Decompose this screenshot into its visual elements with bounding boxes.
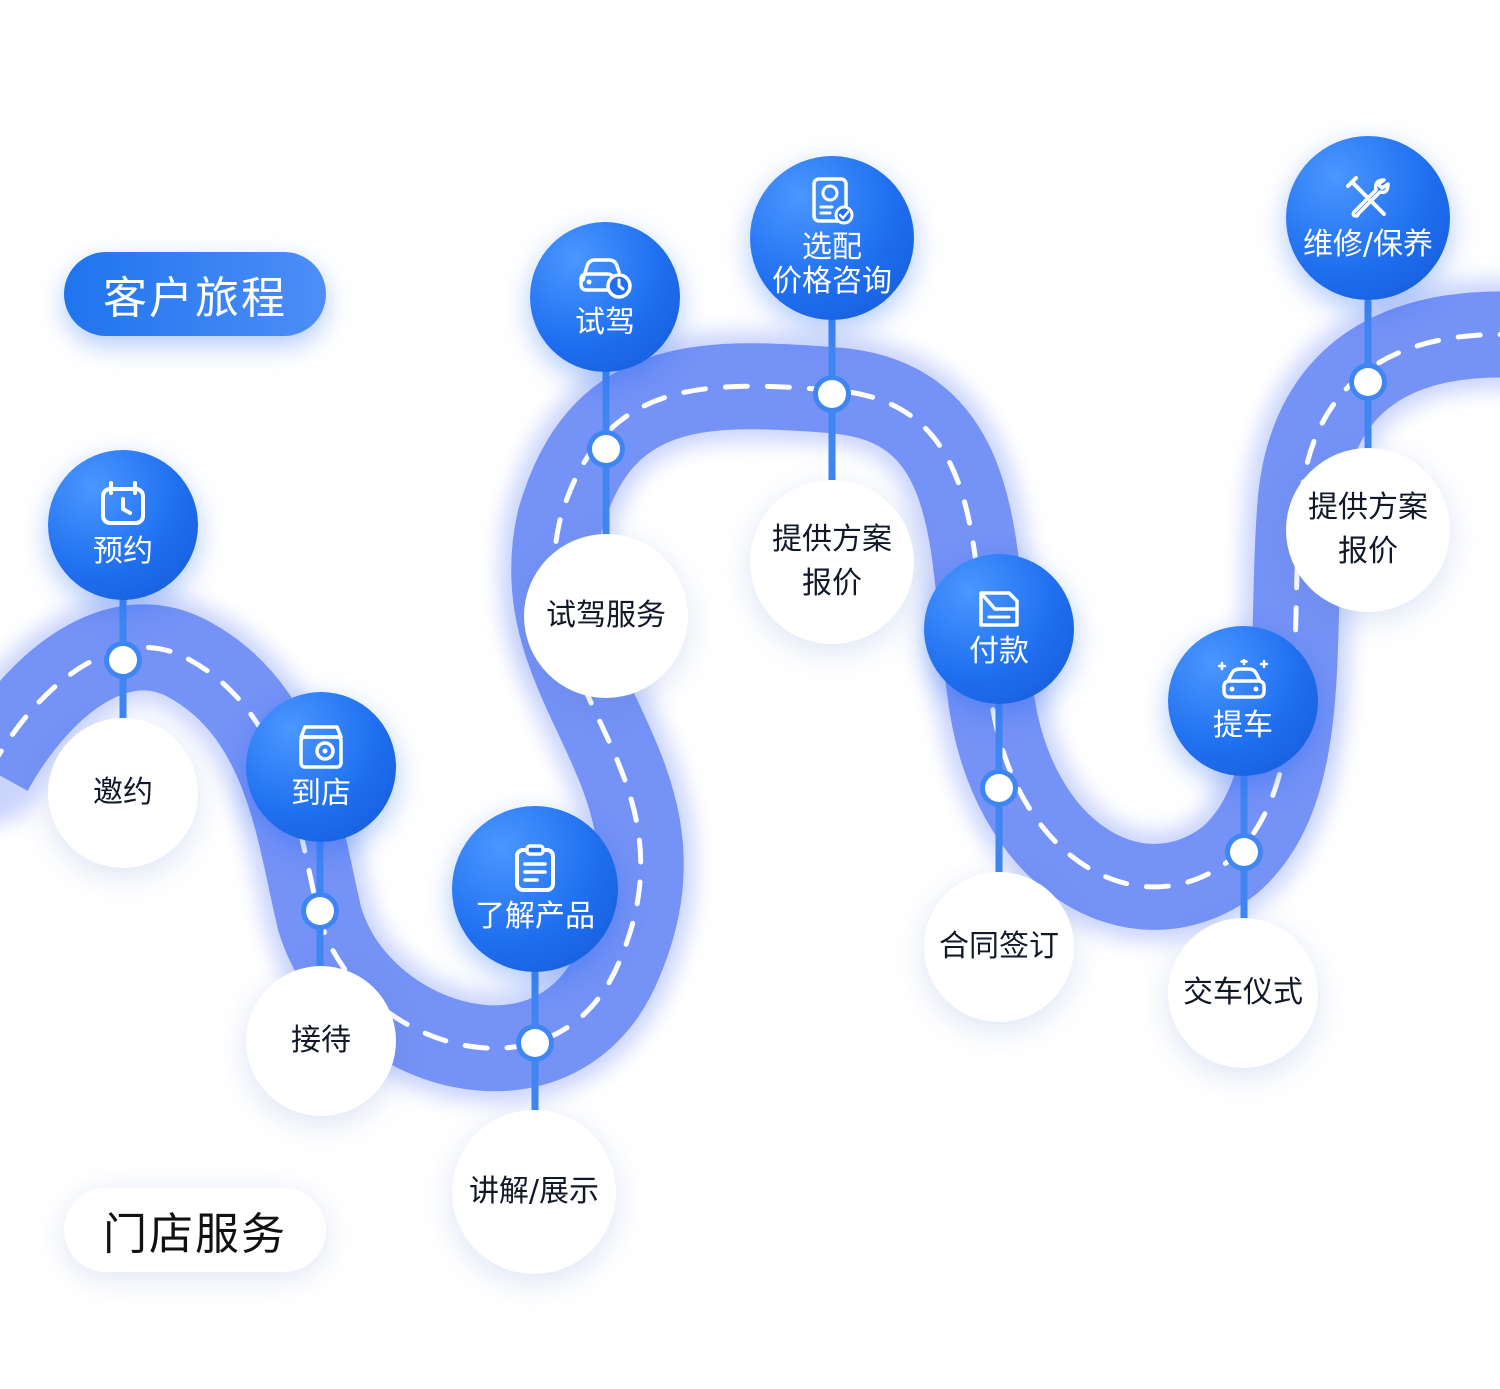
stage-bottom-shijia-fuwu[interactable]: 试驾服务 xyxy=(524,534,688,698)
price-document-icon xyxy=(812,177,854,225)
stage-bottom-label-line1: 提供方案 xyxy=(1308,490,1428,525)
stage-top-shijia[interactable]: 试驾 xyxy=(530,222,680,372)
stage-top-label: 预约 xyxy=(93,534,153,569)
waypoint-dot-2 xyxy=(306,897,334,925)
wrench-screwdriver-icon xyxy=(1346,176,1390,218)
stage-bottom-label: 交车仪式 xyxy=(1183,975,1303,1010)
waypoint-dot-8 xyxy=(1354,368,1382,396)
waypoint-dot-4 xyxy=(592,435,620,463)
connector-layer xyxy=(104,295,1387,1118)
waypoint-dot-6 xyxy=(985,774,1013,802)
stage-top-label: 付款 xyxy=(969,634,1029,669)
stage-top-weixiu[interactable]: 维修/保养 xyxy=(1286,136,1450,300)
waypoint-dot-3 xyxy=(521,1029,549,1057)
stage-top-label: 提车 xyxy=(1213,708,1273,743)
car-clock-icon xyxy=(579,258,632,299)
waypoint-dot-1 xyxy=(109,646,137,674)
stage-bottom-jiangjie[interactable]: 讲解/展示 xyxy=(452,1110,616,1274)
store-location-icon xyxy=(299,725,343,769)
road-center-dashes xyxy=(0,332,1500,1051)
stage-top-tiche[interactable]: 提车 xyxy=(1168,626,1318,776)
waypoint-dot-5 xyxy=(818,380,846,408)
stage-top-liaojie-chanpin[interactable]: 了解产品 xyxy=(452,806,618,972)
stage-top-label: 了解产品 xyxy=(475,899,595,934)
stage-bottom-fangan-baojia-2[interactable]: 提供方案 报价 xyxy=(1286,448,1450,612)
alarm-clock-icon xyxy=(101,481,145,525)
stage-top-fukuan[interactable]: 付款 xyxy=(924,554,1074,704)
stage-bottom-label: 讲解/展示 xyxy=(468,1174,600,1209)
stage-bottom-label-line1: 提供方案 xyxy=(772,522,892,557)
stage-bottom-label-line2: 报价 xyxy=(802,566,862,601)
stage-bottom-jiedai[interactable]: 接待 xyxy=(246,966,396,1116)
sparkle-car-icon xyxy=(1217,659,1269,699)
stage-bottom-label: 合同签订 xyxy=(939,929,1059,964)
stage-bottom-label: 接待 xyxy=(291,1023,351,1058)
stage-top-label-line1: 选配 xyxy=(802,230,862,265)
stage-bottom-yaoyue[interactable]: 邀约 xyxy=(48,718,198,868)
clipboard-list-icon xyxy=(515,844,555,892)
stage-top-label: 试驾 xyxy=(575,305,635,340)
stage-bottom-jiaoche[interactable]: 交车仪式 xyxy=(1168,918,1318,1068)
stage-top-daodian[interactable]: 到店 xyxy=(246,692,396,842)
payment-box-icon xyxy=(979,591,1019,627)
stage-bottom-fangan-baojia[interactable]: 提供方案 报价 xyxy=(750,480,914,644)
journey-badge: 客户旅程 xyxy=(64,252,326,336)
stage-top-yuyue[interactable]: 预约 xyxy=(48,450,198,600)
stage-bottom-label: 试驾服务 xyxy=(546,598,666,633)
service-badge: 门店服务 xyxy=(64,1188,326,1272)
waypoint-dot-7 xyxy=(1230,838,1258,866)
stage-bottom-hetong[interactable]: 合同签订 xyxy=(924,872,1074,1022)
stage-bottom-label: 邀约 xyxy=(93,775,153,810)
stage-top-xuanpei[interactable]: 选配 价格咨询 xyxy=(750,156,914,320)
stage-top-label: 到店 xyxy=(291,776,351,811)
stage-top-label-line2: 价格咨询 xyxy=(772,264,892,299)
stage-top-label: 维修/保养 xyxy=(1302,227,1434,262)
stage-bottom-label-line2: 报价 xyxy=(1338,534,1398,569)
